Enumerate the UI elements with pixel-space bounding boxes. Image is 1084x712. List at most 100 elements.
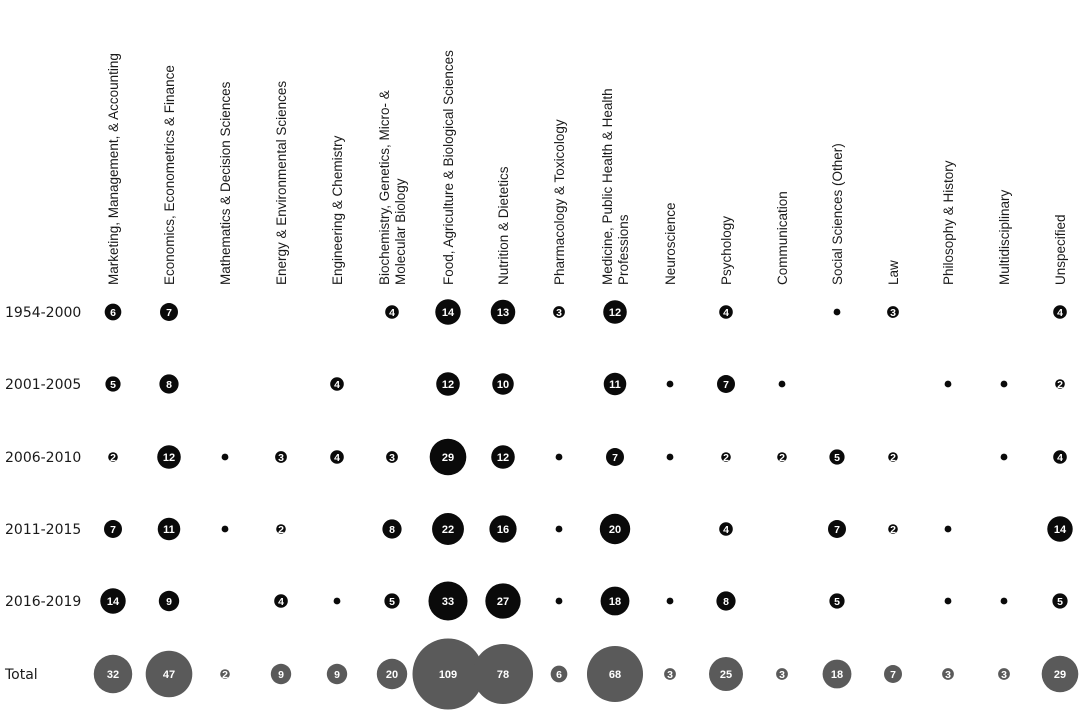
total-bubble-label: 25 — [720, 669, 732, 681]
column-label: Engineering & Chemistry — [330, 135, 345, 285]
period-bubble-label: 14 — [107, 596, 120, 608]
period-bubble — [330, 377, 344, 391]
period-bubble — [432, 513, 464, 545]
period-bubble-label: 5 — [389, 596, 395, 608]
total-bubble-label: 32 — [107, 669, 119, 681]
period-bubble-label: 5 — [110, 379, 116, 391]
period-bubble — [828, 520, 846, 538]
total-bubble-label: 68 — [609, 669, 621, 681]
period-bubble-label: 2 — [1057, 379, 1063, 391]
period-bubble — [330, 450, 344, 464]
period-bubble — [100, 588, 126, 614]
period-bubble-label: 10 — [497, 379, 509, 391]
period-bubble-label: 5 — [1057, 596, 1063, 608]
column-label: Neuroscience — [663, 202, 678, 285]
period-bubble — [606, 448, 624, 466]
period-bubble-label: 2 — [890, 524, 896, 536]
column-label: Psychology — [719, 216, 734, 285]
period-bubble-label: 7 — [110, 524, 116, 536]
period-bubble-label: 2 — [779, 452, 785, 464]
column-label: Pharmacology & Toxicology — [552, 119, 567, 285]
period-bubble-label: 7 — [723, 379, 729, 391]
period-bubble-label: 4 — [1057, 307, 1063, 319]
period-bubble — [944, 380, 952, 388]
period-bubble-label: 6 — [110, 307, 116, 319]
period-bubble-label: 12 — [442, 379, 454, 391]
period-bubble-label: 4 — [334, 379, 340, 391]
total-bubble — [822, 659, 852, 689]
period-bubble — [428, 581, 468, 621]
column-label: Communication — [775, 191, 790, 285]
period-bubble — [944, 525, 952, 533]
row-label-total: Total — [4, 667, 38, 683]
period-bubble — [158, 590, 180, 612]
period-bubble-label: 18 — [609, 596, 621, 608]
period-bubble — [157, 445, 181, 469]
period-bubble-label: 5 — [834, 596, 840, 608]
period-bubble — [485, 583, 521, 619]
period-bubble — [1053, 450, 1067, 464]
period-bubble-label: 22 — [442, 524, 454, 536]
column-label: Biochemistry, Genetics, Micro- &Molecula… — [377, 90, 408, 285]
period-bubble-label: 13 — [497, 307, 509, 319]
period-bubble-label: 2 — [110, 452, 116, 464]
column-label: Economics, Econometrics & Finance — [162, 65, 177, 285]
row-label: 2016-2019 — [5, 594, 81, 610]
total-bubble — [942, 668, 954, 680]
total-bubble — [776, 668, 788, 680]
total-bubble — [998, 668, 1010, 680]
total-bubble-label: 47 — [163, 669, 175, 681]
column-label: Medicine, Public Health & HealthProfessi… — [600, 88, 631, 285]
period-bubble — [600, 586, 630, 616]
total-bubble — [93, 654, 133, 694]
period-bubble-label: 20 — [609, 524, 621, 536]
total-bubble-label: 3 — [945, 669, 951, 681]
period-bubble-label: 11 — [609, 379, 621, 391]
period-bubble-label: 3 — [890, 307, 896, 319]
period-bubble — [274, 594, 288, 608]
total-bubble-label: 18 — [831, 669, 843, 681]
period-bubble — [333, 597, 341, 605]
period-bubble — [1053, 305, 1067, 319]
row-label: 2011-2015 — [5, 522, 81, 538]
period-bubble — [384, 593, 400, 609]
period-bubble-label: 9 — [166, 596, 172, 608]
period-bubble-label: 5 — [834, 452, 840, 464]
period-bubble — [1000, 453, 1008, 461]
row-label: 2001-2005 — [5, 377, 81, 393]
column-label: Philosophy & History — [941, 160, 956, 285]
total-bubble — [884, 665, 902, 683]
period-bubble-label: 12 — [497, 452, 509, 464]
column-label: Mathematics & Decision Sciences — [218, 81, 233, 285]
total-bubble — [376, 658, 408, 690]
period-bubble — [157, 517, 181, 541]
period-bubble — [382, 519, 402, 539]
period-bubble — [385, 305, 399, 319]
period-bubble-label: 7 — [834, 524, 840, 536]
period-bubble-label: 29 — [442, 452, 454, 464]
period-bubble — [887, 306, 899, 318]
period-bubble — [1047, 516, 1073, 542]
total-bubble — [220, 669, 230, 679]
row-label: 2006-2010 — [5, 450, 81, 466]
column-label: Unspecified — [1053, 214, 1068, 285]
period-bubble — [719, 522, 733, 536]
period-bubble-label: 2 — [890, 452, 896, 464]
column-label: Energy & Environmental Sciences — [274, 81, 289, 285]
period-bubble-label: 12 — [609, 307, 621, 319]
period-bubble — [1000, 380, 1008, 388]
total-bubble-label: 3 — [779, 669, 785, 681]
period-bubble-label: 27 — [497, 596, 509, 608]
period-bubble — [599, 513, 631, 545]
period-bubble — [386, 451, 398, 463]
period-bubble — [888, 524, 898, 534]
period-bubble — [1000, 597, 1008, 605]
period-bubble — [436, 372, 460, 396]
period-bubble — [160, 303, 178, 321]
period-bubble — [221, 525, 229, 533]
period-bubble — [778, 380, 786, 388]
period-bubble — [1055, 379, 1065, 389]
period-bubble-label: 11 — [163, 524, 175, 536]
total-bubble — [145, 650, 193, 698]
